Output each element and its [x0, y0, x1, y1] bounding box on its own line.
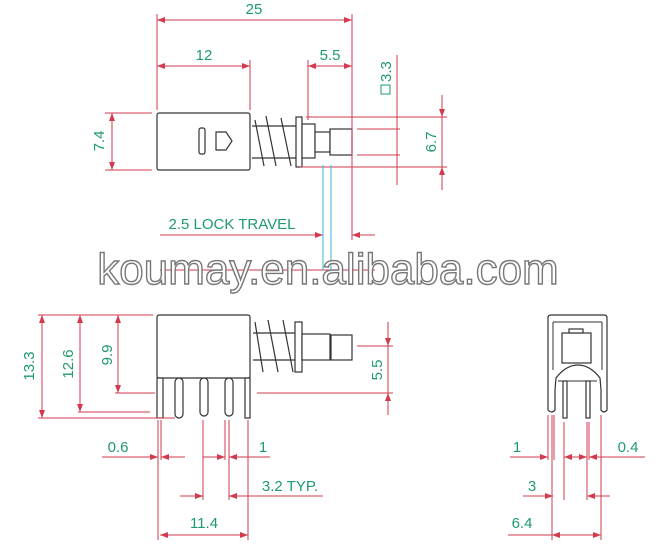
watermark: koumay.en.alibaba.com — [97, 245, 558, 294]
front-view: 1 0.4 3 6.4 — [508, 314, 645, 540]
front-button — [561, 332, 592, 364]
side-view: 13.3 12.6 9.9 5.5 0.6 1 3.2 TYP. 11.4 — [21, 314, 393, 540]
dim-pin-spacing: 3 — [528, 478, 536, 495]
dim-front-pin-width: 0.4 — [618, 439, 639, 456]
dim-leg-span: 6.4 — [512, 515, 533, 532]
travel-lines — [322, 165, 332, 270]
flange — [295, 116, 303, 168]
side-body — [156, 314, 251, 379]
dim-pin-pitch: 3.2 TYP. — [262, 478, 318, 495]
side-shaft — [301, 333, 331, 361]
dim-pin-span: 11.4 — [190, 515, 218, 532]
dim-body-height: 7.4 — [91, 131, 108, 152]
dim-body-length: 12 — [196, 47, 213, 64]
dim-pin-width: 1 — [259, 439, 267, 456]
dim-height-2: 12.6 — [60, 349, 77, 378]
dim-overall-length: 25 — [246, 1, 263, 18]
dim-total-height: 13.3 — [21, 351, 38, 380]
dim-button-center: 5.5 — [369, 360, 386, 381]
dimension-lines — [105, 14, 447, 271]
dim-flange-height: 6.7 — [423, 132, 440, 153]
dim-button-length: 5.5 — [320, 47, 341, 64]
dim-lock-travel: 2.5 LOCK TRAVEL — [168, 216, 295, 233]
dim-button-square: 3.3 — [378, 61, 395, 82]
front-button-top — [568, 328, 584, 334]
button — [329, 128, 353, 156]
front-dimension-lines — [508, 415, 645, 540]
pins — [156, 377, 251, 419]
dim-side-body-height: 9.9 — [99, 345, 116, 366]
latch-slot — [198, 127, 206, 155]
square-symbol-icon — [380, 84, 391, 95]
dim-leg-width: 1 — [513, 439, 521, 456]
spring — [252, 115, 300, 167]
neck — [314, 131, 331, 153]
side-spring — [253, 319, 300, 373]
latch-arrow — [215, 131, 233, 151]
dim-pin-thickness: 0.6 — [108, 439, 129, 456]
side-dimension-lines — [38, 314, 393, 540]
front-inner-frame — [552, 321, 603, 370]
top-view: 25 12 5.5 3.3 7.4 6.7 2.5 LOCK TRAVEL — [91, 1, 447, 271]
shaft — [301, 123, 316, 159]
front-pins — [562, 380, 591, 419]
side-button — [330, 334, 353, 361]
side-flange — [294, 321, 303, 373]
